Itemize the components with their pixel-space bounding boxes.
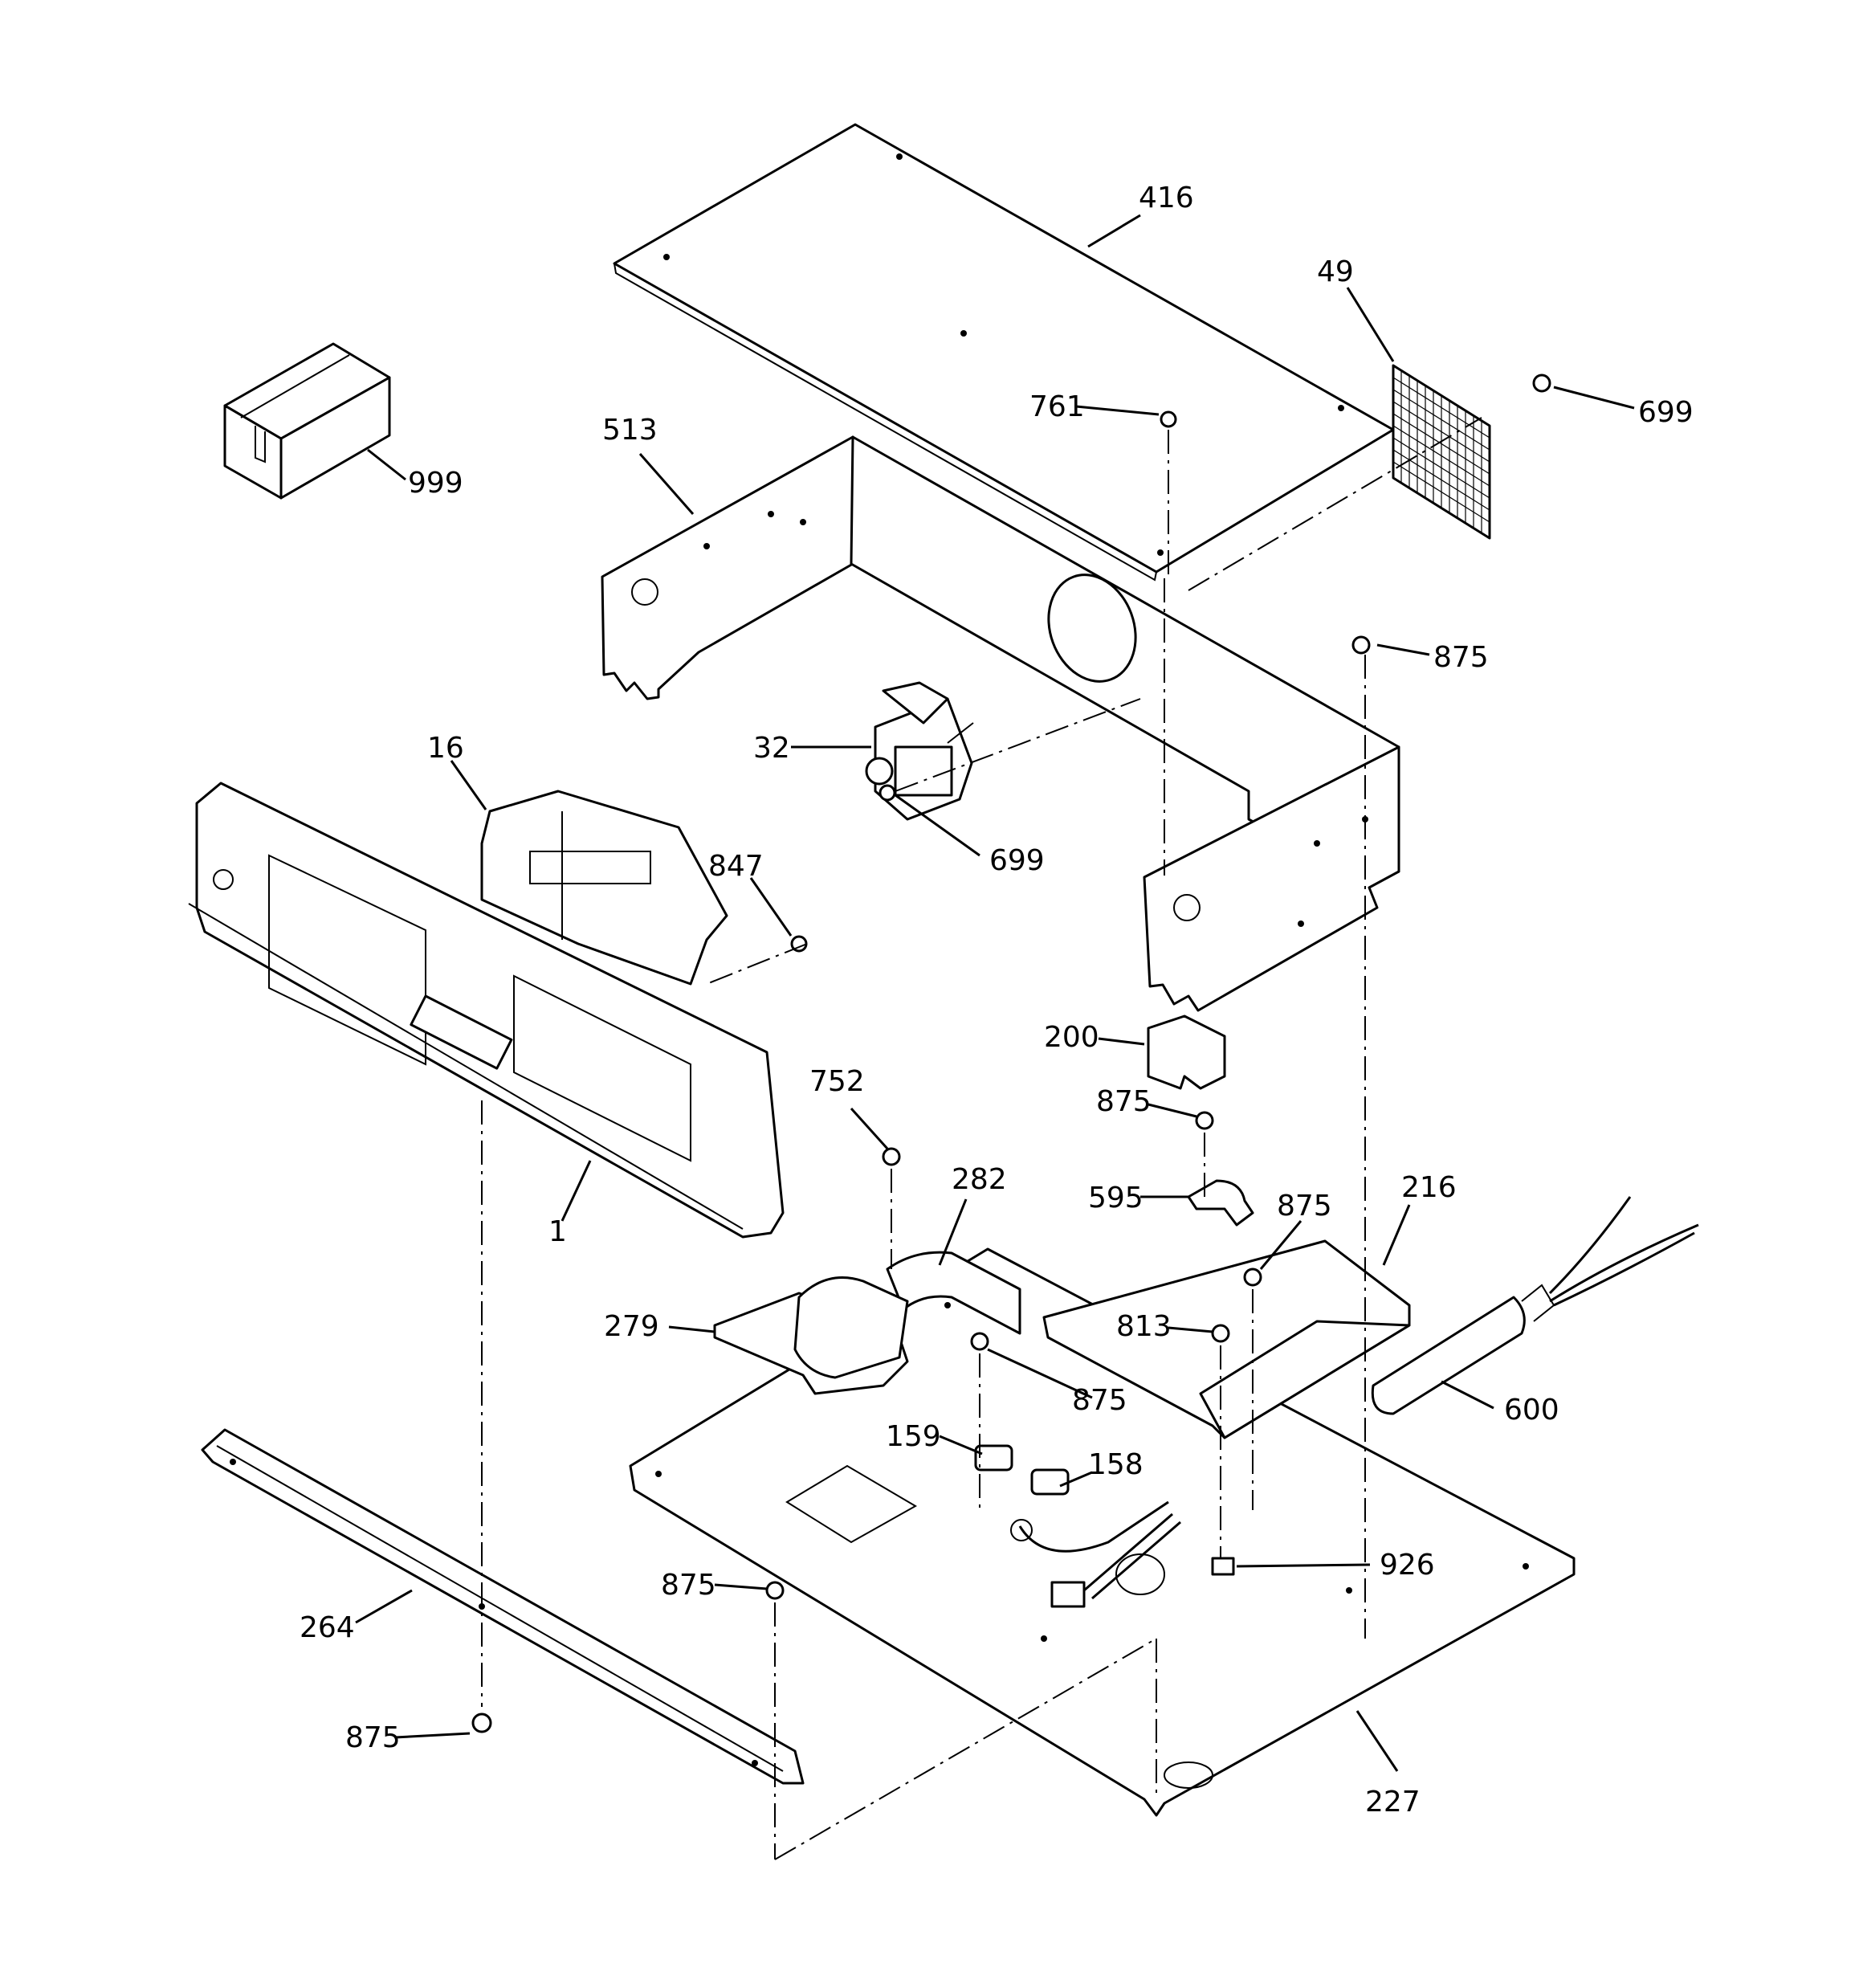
callout-32: 32 [753, 732, 790, 765]
callout-600: 600 [1504, 1394, 1559, 1427]
top-cover-panel-416 [613, 123, 1395, 582]
callout-416: 416 [1139, 182, 1194, 214]
callout-595: 595 [1088, 1182, 1143, 1214]
terminal-926 [1211, 1557, 1235, 1576]
callout-875-f: 875 [345, 1721, 401, 1754]
callout-875-d: 875 [1072, 1384, 1127, 1417]
duct-282 [886, 1251, 1021, 1335]
conduit-600 [1371, 1196, 1699, 1415]
thermostat-159 [974, 1444, 1013, 1472]
callout-158: 158 [1088, 1448, 1143, 1481]
box-part-999 [223, 342, 391, 500]
screws [471, 374, 1551, 1733]
callout-279: 279 [604, 1310, 659, 1343]
mesh-screen-49 [1392, 364, 1491, 540]
callout-264: 264 [300, 1611, 355, 1644]
control-panel-1 [188, 782, 785, 1239]
callout-49: 49 [1317, 255, 1354, 288]
callout-216: 216 [1401, 1171, 1457, 1204]
wire-harness [1010, 1500, 1181, 1608]
side-wrapper-513 [601, 435, 1400, 1012]
control-board-16 [480, 790, 728, 986]
callout-16: 16 [427, 732, 464, 765]
callout-752: 752 [809, 1065, 865, 1098]
callout-875-mid: 875 [1096, 1085, 1152, 1118]
callout-761: 761 [1029, 390, 1085, 423]
trim-bar-264 [201, 1428, 805, 1785]
callout-282: 282 [952, 1163, 1007, 1196]
vent-279 [713, 1276, 909, 1395]
callout-999: 999 [408, 467, 463, 500]
callout-699-top: 699 [1638, 396, 1694, 429]
assembly-lines [481, 417, 1482, 1860]
callout-875-e: 875 [661, 1569, 716, 1602]
callout-699-mid: 699 [989, 844, 1045, 877]
callout-1: 1 [548, 1215, 567, 1248]
callout-513: 513 [602, 414, 658, 447]
leader-lines [355, 214, 1635, 1772]
insulation-block-200 [1147, 1014, 1226, 1090]
callout-926: 926 [1380, 1549, 1435, 1582]
callout-159: 159 [886, 1420, 941, 1453]
callout-227: 227 [1365, 1786, 1421, 1819]
callout-875-right: 875 [1433, 641, 1489, 674]
clip-595 [1187, 1179, 1254, 1227]
callout-847: 847 [708, 850, 764, 883]
callout-200: 200 [1044, 1021, 1099, 1054]
thermostat-158 [1030, 1468, 1070, 1496]
callout-813: 813 [1116, 1310, 1172, 1343]
callout-875-c: 875 [1277, 1190, 1332, 1223]
